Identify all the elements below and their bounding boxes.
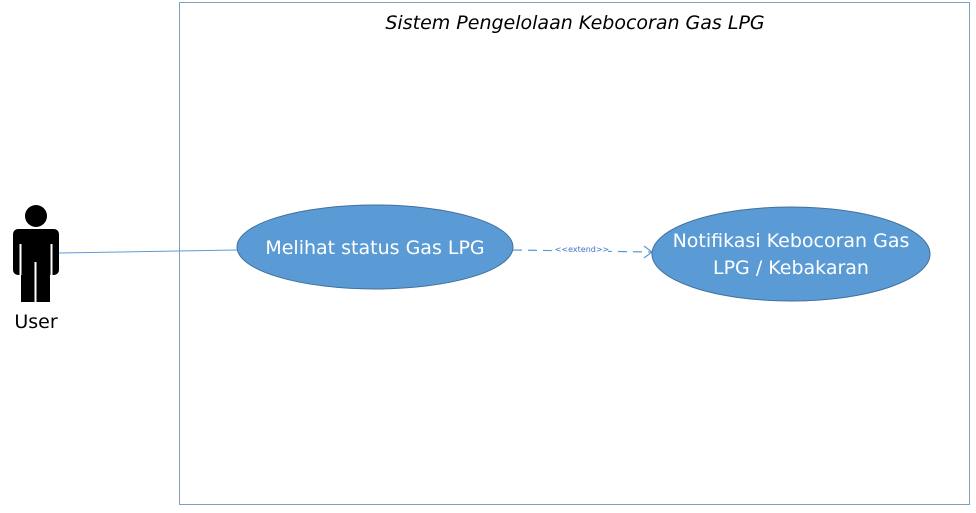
system-boundary (179, 2, 970, 505)
usecase-ellipse (651, 206, 931, 302)
actor-user[interactable]: User (13, 205, 59, 333)
usecase-melihat-status[interactable]: Melihat status Gas LPG (236, 204, 514, 290)
usecase-ellipse (236, 204, 514, 290)
actor-label: User (14, 311, 57, 333)
system-title: Sistem Pengelolaan Kebocoran Gas LPG (385, 12, 764, 34)
usecase-label-line-1: Notifikasi Kebocoran Gas (673, 230, 910, 252)
usecase-label-line-2: LPG / Kebakaran (713, 257, 869, 279)
extend-relationship: <<extend>> (512, 244, 653, 259)
extend-line (512, 249, 653, 253)
usecase-notifikasi[interactable]: Notifikasi Kebocoran Gas LPG / Kebakaran (651, 206, 931, 302)
usecase-label: Melihat status Gas LPG (265, 237, 484, 259)
association-line (58, 249, 238, 254)
extend-label: <<extend>> (555, 245, 610, 254)
